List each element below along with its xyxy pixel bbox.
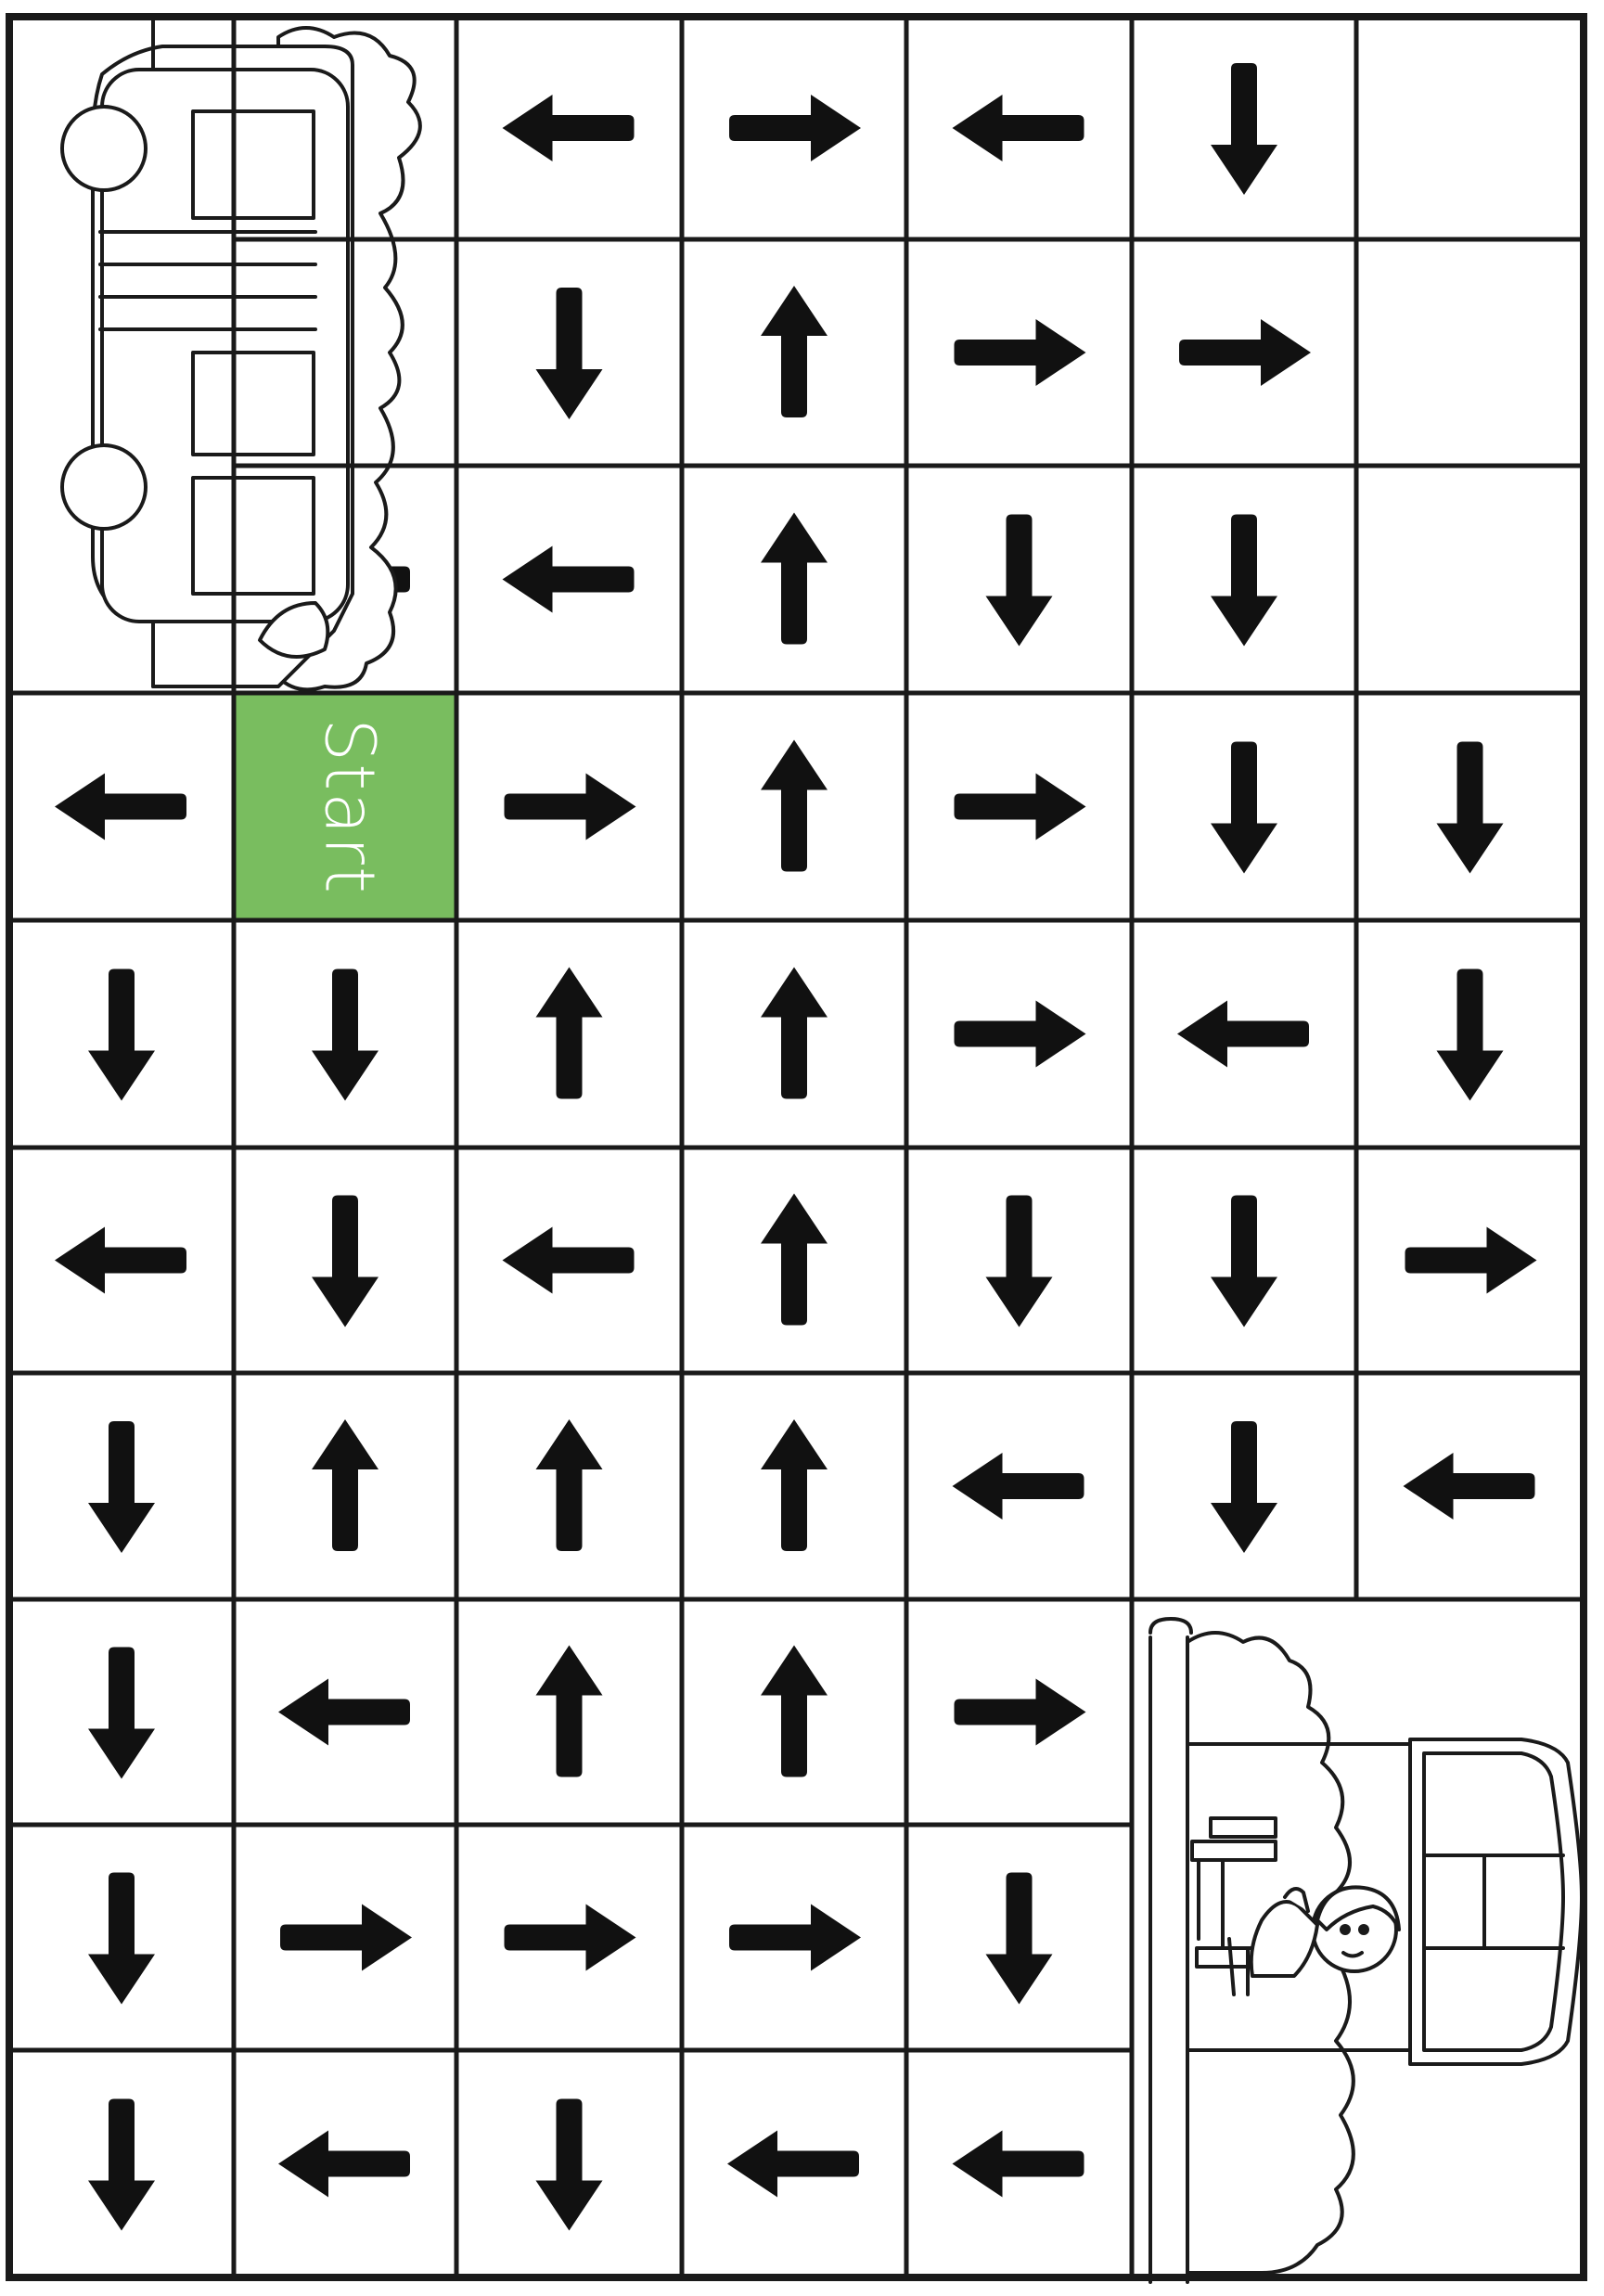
maze-cell[interactable] xyxy=(682,920,906,1148)
maze-cell[interactable] xyxy=(906,17,1132,239)
maze-cell[interactable] xyxy=(9,1825,234,2050)
maze-cell[interactable] xyxy=(906,2050,1132,2277)
maze-cell[interactable] xyxy=(682,2050,906,2277)
maze-cell[interactable] xyxy=(906,1373,1132,1599)
start-label: Start xyxy=(310,718,390,895)
maze-cell[interactable] xyxy=(234,1599,456,1825)
maze-cell[interactable] xyxy=(456,2050,682,2277)
maze-cell[interactable] xyxy=(456,239,682,466)
maze-cell[interactable] xyxy=(682,239,906,466)
maze-cell[interactable] xyxy=(906,1148,1132,1373)
maze-cell[interactable] xyxy=(1356,1373,1584,1599)
maze-cell[interactable] xyxy=(456,1599,682,1825)
maze-cell[interactable] xyxy=(1132,17,1356,239)
maze-cell[interactable] xyxy=(682,1373,906,1599)
maze-cell[interactable] xyxy=(1356,1148,1584,1373)
maze-cell[interactable] xyxy=(234,1373,456,1599)
maze-cell[interactable] xyxy=(906,920,1132,1148)
maze-cell[interactable] xyxy=(234,1825,456,2050)
maze-cell[interactable] xyxy=(9,1148,234,1373)
maze-cell[interactable] xyxy=(1132,1373,1356,1599)
maze-cell[interactable] xyxy=(234,2050,456,2277)
school-bus-illustration xyxy=(62,19,420,689)
maze-cell[interactable] xyxy=(456,1373,682,1599)
maze-cell[interactable] xyxy=(1132,920,1356,1148)
maze-cell[interactable] xyxy=(456,466,682,693)
maze-cell[interactable] xyxy=(906,239,1132,466)
maze-cell[interactable] xyxy=(9,2050,234,2277)
maze-cell[interactable] xyxy=(1132,466,1356,693)
maze-cell[interactable] xyxy=(906,1825,1132,2050)
maze-cell[interactable] xyxy=(9,693,234,920)
start-cell[interactable]: Start xyxy=(234,693,456,920)
maze-cell[interactable] xyxy=(906,466,1132,693)
maze-cell[interactable] xyxy=(906,1599,1132,1825)
maze-cell[interactable] xyxy=(1132,239,1356,466)
maze-cell[interactable] xyxy=(682,466,906,693)
maze-cell[interactable] xyxy=(234,920,456,1148)
maze-cell[interactable] xyxy=(1132,693,1356,920)
bus-stop-girl-illustration xyxy=(1150,1619,1582,2282)
maze-cell[interactable] xyxy=(9,1599,234,1825)
maze-cell[interactable] xyxy=(456,693,682,920)
maze-cell[interactable] xyxy=(682,1825,906,2050)
maze-cell[interactable] xyxy=(456,17,682,239)
bus-icon xyxy=(62,19,353,686)
maze-cell[interactable] xyxy=(456,1825,682,2050)
maze-cell[interactable] xyxy=(1132,1148,1356,1373)
maze-cell[interactable] xyxy=(234,1148,456,1373)
maze-cell[interactable] xyxy=(682,1148,906,1373)
maze-cell[interactable] xyxy=(1356,920,1584,1148)
maze-cell[interactable] xyxy=(682,693,906,920)
maze-cell[interactable] xyxy=(906,693,1132,920)
maze-cell[interactable] xyxy=(456,920,682,1148)
maze-cell[interactable] xyxy=(682,1599,906,1825)
maze-cell[interactable] xyxy=(9,920,234,1148)
maze-cell[interactable] xyxy=(1356,693,1584,920)
maze-cell[interactable] xyxy=(456,1148,682,1373)
maze-cell[interactable] xyxy=(682,17,906,239)
maze-cell[interactable] xyxy=(9,1373,234,1599)
